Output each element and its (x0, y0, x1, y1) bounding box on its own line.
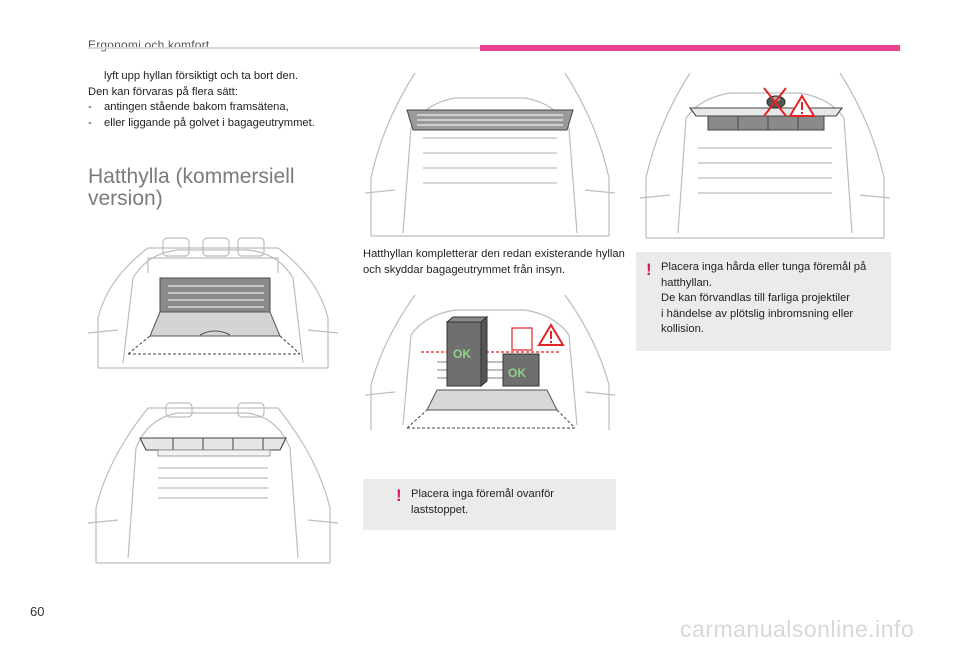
warning-text: Placera inga hårda eller tunga föremål p… (661, 260, 889, 338)
figure-shelf-installed (364, 72, 616, 237)
intro-line: Den kan förvaras på flera sätt: (88, 85, 238, 98)
warning-text: Placera inga föremål ovanför laststoppet… (411, 488, 555, 516)
ok-label: OK (508, 366, 526, 380)
bullet-arrow-icon (88, 69, 104, 85)
section-label: Ergonomi och komfort (88, 38, 210, 52)
intro-item-text: antingen stående bakom framsätena, (104, 101, 289, 113)
short-box (502, 353, 540, 387)
warning-box-load-stop: ! Placera inga föremål ovanför laststopp… (363, 479, 616, 530)
figure-caption: Hatthyllan kompletterar den redan existe… (363, 248, 625, 276)
header-rule-pink (480, 45, 900, 51)
warning-line: i händelse av plötslig inbromsning eller (661, 307, 854, 320)
intro-item-text: eller liggande på golvet i bagageutrymme… (104, 116, 315, 129)
cross-icon (763, 87, 787, 117)
intro-bullet: lyft upp hyllan försiktigt och ta bort d… (88, 69, 348, 85)
warning-box-heavy-objects: ! Placera inga hårda eller tunga föremål… (636, 252, 891, 351)
warning-triangle-icon (537, 323, 565, 346)
figure-no-heavy-objects (639, 72, 891, 239)
page-number: 60 (30, 604, 45, 619)
header-rule-grey (88, 47, 480, 49)
warning-line: Placera inga hårda eller tunga föremål p… (661, 261, 867, 273)
intro-item: - antingen stående bakom framsätena, (88, 100, 348, 116)
warning-line: hatthyllan. (661, 276, 712, 289)
section-heading: Hatthylla (kommersiell version) (88, 165, 295, 210)
warning-exclamation-icon: ! (396, 486, 402, 505)
intro-bullet-text: lyft upp hyllan försiktigt och ta bort d… (104, 70, 299, 82)
intro-item-dash: - (88, 101, 92, 113)
figure-shelf-lying (87, 402, 339, 564)
warning-exclamation-icon: ! (646, 260, 652, 279)
intro-item-dash: - (88, 116, 92, 129)
watermark: carmanualsonline.info (680, 616, 915, 642)
figure-load-ok: OK OK (364, 294, 616, 430)
warning-triangle-icon (788, 94, 816, 117)
intro-item: - eller liggande på golvet i bagageutrym… (88, 116, 348, 132)
figure-shelf-standing (87, 237, 339, 369)
ok-label: OK (453, 347, 471, 361)
warning-line: kollision. (661, 323, 704, 335)
intro-text: lyft upp hyllan försiktigt och ta bort d… (88, 69, 348, 131)
warning-line: De kan förvandlas till farliga projektil… (661, 292, 851, 304)
